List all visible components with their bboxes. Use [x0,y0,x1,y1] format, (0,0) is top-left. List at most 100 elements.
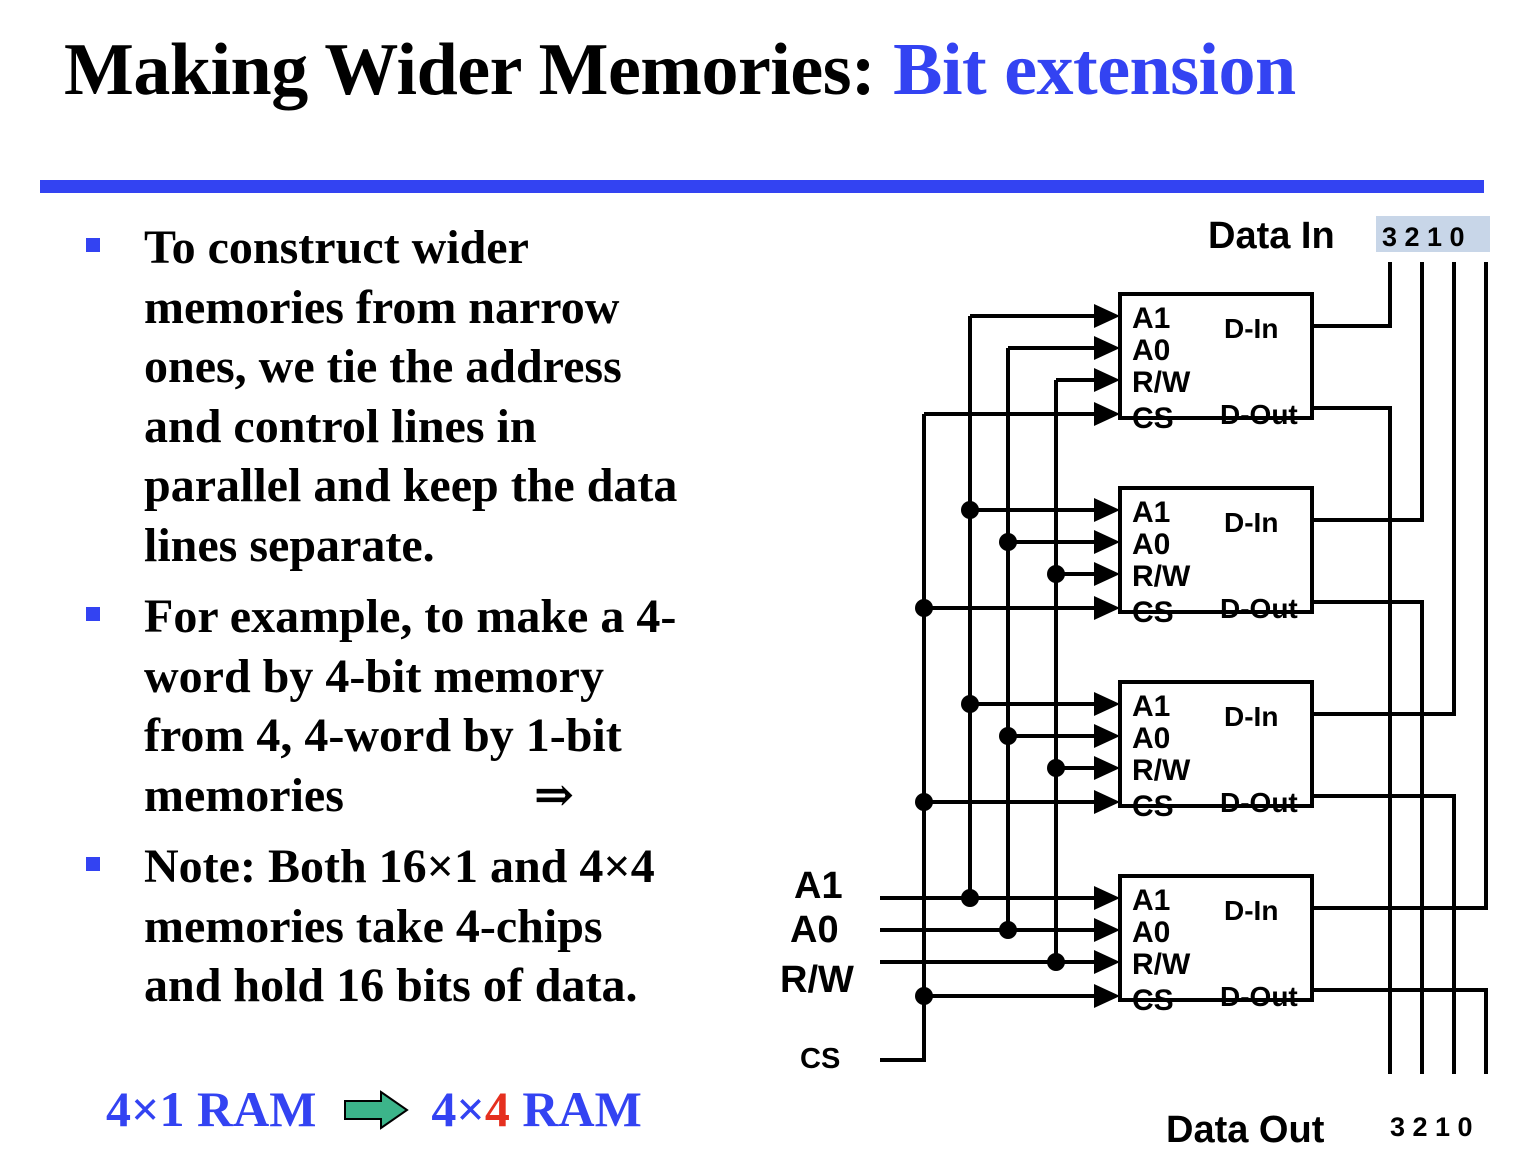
bullet-1-line-5: parallel and keep the data [144,459,678,512]
pin-cs-label: CS [1132,984,1174,1017]
ram-to-label: 4×4 RAM [431,1081,641,1137]
bullet-2: For example, to make a 4- word by 4-bit … [80,587,780,825]
input-arrowhead [1094,756,1120,780]
pin-rw-label: R/W [1132,754,1191,787]
chip-body [1118,874,1314,1002]
bullet-marker [86,238,100,252]
junction-dot [999,533,1017,551]
input-arrowhead [1094,950,1120,974]
ram-from-label: 4×1 RAM [106,1081,317,1137]
input-arrowhead [1094,402,1120,426]
pin-rw-label: R/W [1132,948,1191,981]
right-arrow-icon [343,1090,409,1130]
junction-dot [915,793,933,811]
pin-cs-label: CS [1132,596,1174,629]
bullet-2-line-2: word by 4-bit memory [144,649,604,703]
input-arrowhead [1094,984,1120,1008]
ram-to-prefix: 4× [431,1081,485,1137]
bullet-3: Note: Both 16×1 and 4×4 memories take 4-… [80,837,780,1016]
data-in-label: Data In [1208,215,1335,257]
junction-dot [999,921,1017,939]
input-arrowhead [1094,886,1120,910]
data-out-wire [1312,794,1456,1074]
cs-input-line [880,996,926,1062]
pin-din-label: D-In [1224,701,1278,732]
pin-din-label: D-In [1224,895,1278,926]
junction-dot [999,727,1017,745]
title-main: Making Wider Memories: [64,29,876,111]
ram-conversion: 4×1 RAM 4×4 RAM [106,1080,642,1138]
bullet-3-line-3: and hold 16 bits of data. [144,959,638,1012]
pin-dout-label: D-Out [1220,399,1298,430]
title-accent: Bit extension [893,29,1296,111]
input-arrowhead [1094,918,1120,942]
bullet-1-line-2: memories from narrow [144,280,620,334]
junction-dot [961,889,979,907]
junction-dot [1047,759,1065,777]
pin-rw-label: R/W [1132,560,1191,593]
input-arrowhead [1094,790,1120,814]
data-out-bits: 3 2 1 0 [1390,1112,1473,1142]
input-arrowhead [1094,562,1120,586]
pin-a0-label: A0 [1132,528,1170,561]
junction-dot [915,987,933,1005]
junction-dots [915,501,1065,1005]
input-arrowhead [1094,596,1120,620]
slide-title: Making Wider Memories: Bit extension [64,28,1296,113]
wiring [880,262,1488,1074]
pin-din-label: D-In [1224,507,1278,538]
pin-a0-label: A0 [1132,722,1170,755]
input-arrowhead [1094,692,1120,716]
ram-to-highlight: 4 [484,1081,510,1137]
bullet-1-line-6: lines separate. [144,518,435,572]
bullet-1-line-4: and control lines in [144,399,537,453]
bullet-2-line-4: memories ⇒ [144,766,780,826]
pin-cs-label: CS [1132,402,1174,435]
input-arrowhead [1094,498,1120,522]
data-in-wire [1312,262,1456,716]
pin-a1-label: A1 [1132,302,1170,335]
input-label-a0: A0 [790,909,839,951]
pin-a0-label: A0 [1132,334,1170,367]
bullet-marker [86,607,100,621]
chip-body [1118,292,1314,420]
implies-arrow: ⇒ [533,768,575,822]
bullet-1-line-1: To construct wider [144,221,529,274]
bullet-3-line-2: memories take 4-chips [144,899,603,953]
data-in-bits: 3 2 1 0 [1382,222,1465,252]
data-out-label: Data Out [1166,1109,1325,1151]
input-arrowhead [1094,530,1120,554]
input-arrowhead [1094,724,1120,748]
pin-rw-label: R/W [1132,366,1191,399]
title-divider [40,180,1484,193]
junction-dot [915,599,933,617]
input-arrowhead [1094,368,1120,392]
pin-a1-label: A1 [1132,496,1170,529]
pin-cs-label: CS [1132,790,1174,823]
bullet-2-line-4-text: memories [144,768,344,822]
bullet-3-line-1: Note: Both 16×1 and 4×4 [144,840,655,893]
input-label-cs: CS [800,1043,840,1075]
bullet-1: To construct wider memories from narrow … [80,218,780,575]
pin-a1-label: A1 [1132,884,1170,917]
pin-a1-label: A1 [1132,690,1170,723]
chip-body [1118,680,1314,808]
bullet-list: To construct wider memories from narrow … [80,218,780,1028]
input-label-rw: R/W [780,959,854,1001]
ram-to-suffix: RAM [509,1081,642,1137]
pin-dout-label: D-Out [1220,593,1298,624]
data-in-bits-bg [1376,216,1490,252]
junction-dot [1047,565,1065,583]
data-out-wire [1312,988,1488,1074]
junction-dot [961,695,979,713]
junction-dot [961,501,979,519]
bullet-2-line-1: For example, to make a 4- [144,590,677,643]
pin-din-label: D-In [1224,313,1278,344]
bullet-1-line-3: ones, we tie the address [144,340,622,393]
data-in-wire [1312,270,1392,328]
data-out-wire [1312,406,1392,1074]
